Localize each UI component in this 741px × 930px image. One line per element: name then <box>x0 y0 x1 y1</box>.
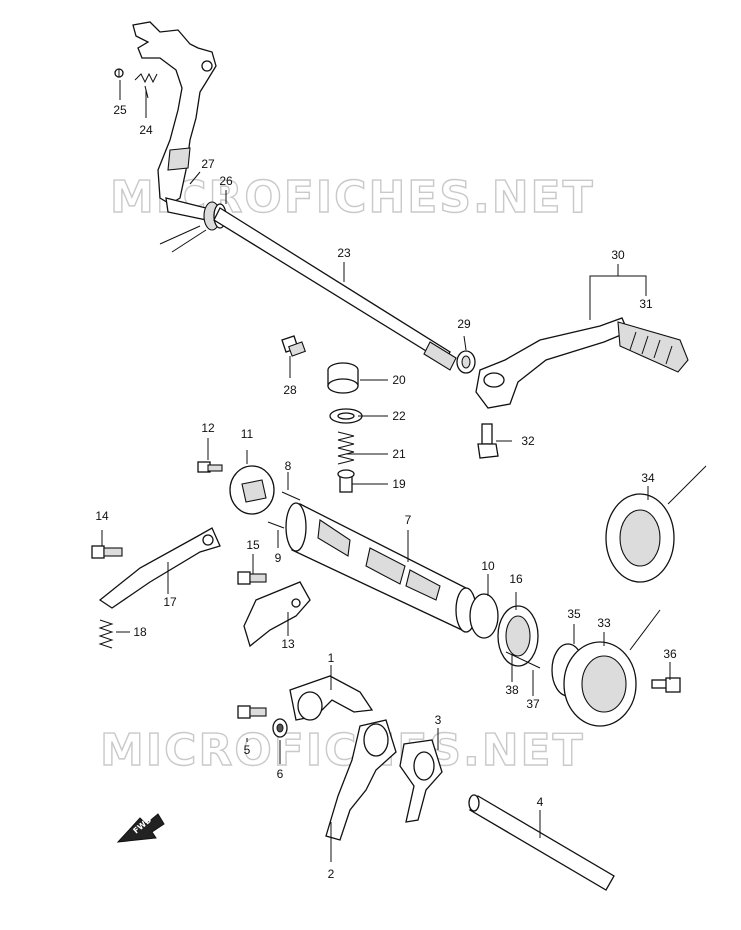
stopper-plug-20 <box>327 362 359 394</box>
spring-18 <box>98 619 114 649</box>
callout-16: 16 <box>509 572 523 586</box>
stopper-arm-17 <box>98 527 221 609</box>
callout-37: 37 <box>526 697 540 711</box>
callout-17: 17 <box>163 595 177 609</box>
leader-lines <box>101 80 671 862</box>
callout-8: 8 <box>285 459 292 473</box>
callout-22: 22 <box>392 409 406 423</box>
bearing-16 <box>497 605 539 667</box>
bolt-36 <box>651 677 681 693</box>
bolt-14 <box>91 545 123 559</box>
shift-fork-3 <box>399 739 443 823</box>
gear-position-switch-33 <box>563 609 661 727</box>
stopper-pin-19 <box>337 469 355 493</box>
callout-19: 19 <box>392 477 406 491</box>
callout-12: 12 <box>201 421 215 435</box>
callout-11: 11 <box>241 427 254 441</box>
callout-30: 30 <box>611 248 625 262</box>
callout-5: 5 <box>244 743 251 757</box>
callout-18: 18 <box>133 625 147 639</box>
callout-1: 1 <box>328 651 335 665</box>
shift-fork-2 <box>325 719 397 841</box>
callout-33: 33 <box>597 616 611 630</box>
pin-8 <box>281 491 301 501</box>
bolt-28 <box>281 335 306 357</box>
spring-21 <box>337 431 355 465</box>
callout-7: 7 <box>405 513 412 527</box>
callout-13: 13 <box>281 637 295 651</box>
screw-12 <box>197 461 223 473</box>
forward-arrow-icon: FWD <box>116 813 165 843</box>
watermark-bottom: MICROFICHES.NET <box>100 725 585 776</box>
gasket-22 <box>329 408 363 424</box>
callout-14: 14 <box>95 509 109 523</box>
callout-3: 3 <box>435 713 442 727</box>
callout-29: 29 <box>457 317 471 331</box>
shift-fork-shaft-4 <box>468 794 615 891</box>
washer-6 <box>272 718 288 738</box>
spring-26-wire <box>159 225 207 253</box>
callout-9: 9 <box>275 551 282 565</box>
washer-10 <box>469 593 499 639</box>
circlip-25 <box>114 68 124 78</box>
callout-31: 31 <box>639 297 653 311</box>
callout-labels: 1 2 3 4 5 6 7 8 9 10 11 12 13 14 15 16 1… <box>95 103 677 881</box>
callout-20: 20 <box>392 373 406 387</box>
gear-position-switch-34 <box>605 465 707 583</box>
gear-shift-shaft <box>213 207 457 371</box>
bolt-5 <box>237 705 267 719</box>
callout-25: 25 <box>113 103 127 117</box>
callout-32: 32 <box>521 434 535 448</box>
oil-seal-29 <box>456 350 476 374</box>
gear-shift-cam-7 <box>285 502 477 633</box>
callout-34: 34 <box>641 471 655 485</box>
callout-21: 21 <box>392 447 406 461</box>
callout-23: 23 <box>337 246 351 260</box>
cam-stopper-plate-11 <box>229 465 275 515</box>
callout-6: 6 <box>277 767 284 781</box>
shift-fork-1 <box>289 675 374 721</box>
callout-36: 36 <box>663 647 677 661</box>
gear-shift-lever <box>475 317 689 409</box>
bolt-15 <box>237 571 267 585</box>
callout-38: 38 <box>505 683 519 697</box>
pin-9 <box>267 521 285 529</box>
callout-27: 27 <box>201 157 215 171</box>
callout-26: 26 <box>219 174 233 188</box>
bolt-32 <box>477 423 499 459</box>
callout-2: 2 <box>328 867 335 881</box>
callout-24: 24 <box>139 123 153 137</box>
callout-35: 35 <box>567 607 581 621</box>
cam-guide-13 <box>243 581 311 648</box>
callout-4: 4 <box>537 795 544 809</box>
callout-10: 10 <box>481 559 495 573</box>
callout-15: 15 <box>246 538 260 552</box>
callout-28: 28 <box>283 383 297 397</box>
